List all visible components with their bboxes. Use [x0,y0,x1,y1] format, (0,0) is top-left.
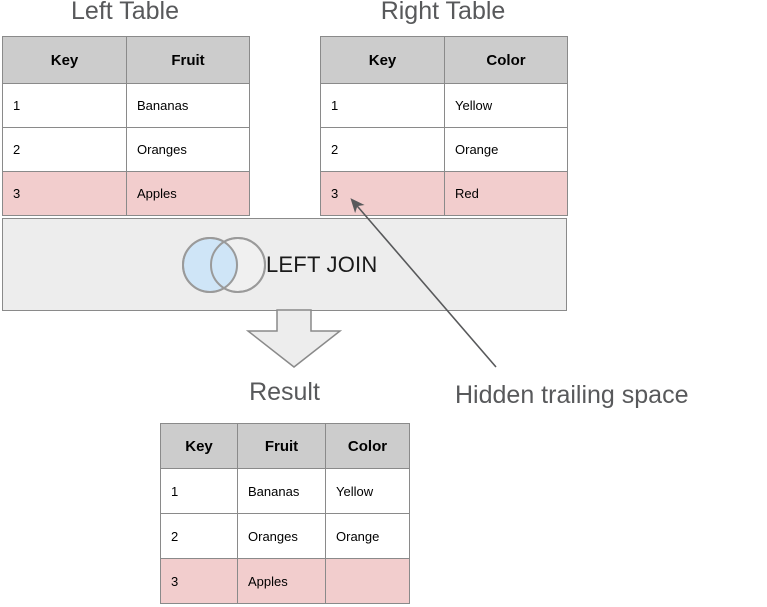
cell-key: 3 [2,171,127,216]
column-header-fruit: Fruit [126,36,250,84]
table-row: 1 Yellow [320,83,568,128]
right-table: Key Color 1 Yellow 2 Orange 3 Red [320,36,568,216]
column-header-key: Key [2,36,127,84]
cell-fruit: Apples [126,171,250,216]
cell-key: 2 [320,127,445,172]
annotation-label: Hidden trailing space [455,381,689,409]
table-row: 2 Oranges Orange [160,513,410,559]
cell-color: Orange [444,127,568,172]
table-row: 1 Bananas [2,83,250,128]
down-arrow-icon [246,309,342,368]
cell-color: Yellow [325,468,410,514]
left-table-title: Left Table [71,0,179,25]
column-header-fruit: Fruit [237,423,326,469]
left-table: Key Fruit 1 Bananas 2 Oranges 3 Apples [2,36,250,216]
cell-color: Yellow [444,83,568,128]
cell-key: 3 [160,558,238,604]
cell-key: 1 [160,468,238,514]
table-header-row: Key Color [320,36,568,84]
cell-fruit: Oranges [237,513,326,559]
table-row-highlighted: 3 Apples [2,171,250,216]
cell-key: 1 [2,83,127,128]
table-row: 2 Orange [320,127,568,172]
table-row-highlighted: 3 Apples [160,558,410,604]
cell-color-empty [325,558,410,604]
pointer-arrow-icon [350,198,497,368]
right-table-title: Right Table [380,0,506,25]
venn-left-join-icon [182,237,266,293]
column-header-key: Key [320,36,445,84]
column-header-color: Color [444,36,568,84]
cell-fruit: Bananas [237,468,326,514]
table-header-row: Key Fruit [2,36,250,84]
table-row-highlighted: 3 Red [320,171,568,216]
cell-fruit: Bananas [126,83,250,128]
cell-key: 2 [160,513,238,559]
result-table-title: Result [249,378,320,406]
cell-key: 3 [320,171,445,216]
table-row: 1 Bananas Yellow [160,468,410,514]
column-header-key: Key [160,423,238,469]
table-row: 2 Oranges [2,127,250,172]
cell-color: Orange [325,513,410,559]
join-operation-band [2,218,567,311]
column-header-color: Color [325,423,410,469]
cell-fruit: Oranges [126,127,250,172]
table-header-row: Key Fruit Color [160,423,410,469]
result-table: Key Fruit Color 1 Bananas Yellow 2 Orang… [160,423,410,604]
cell-key: 1 [320,83,445,128]
cell-color: Red [444,171,568,216]
join-type-label: LEFT JOIN [266,252,378,277]
cell-fruit: Apples [237,558,326,604]
cell-key: 2 [2,127,127,172]
